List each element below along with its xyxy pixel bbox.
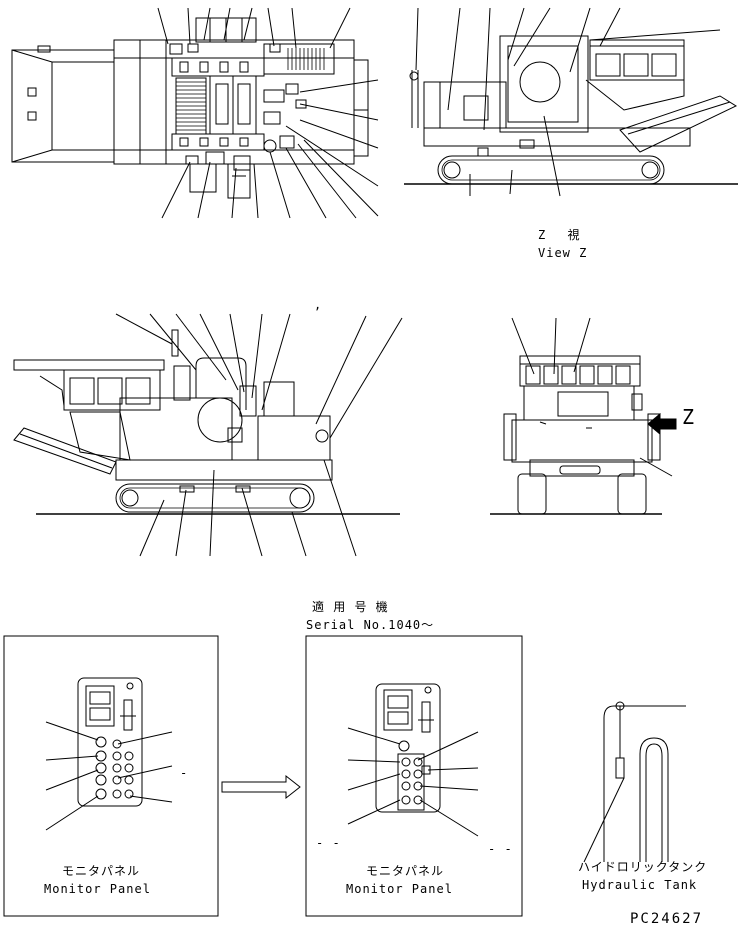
- dash-mark: - -: [316, 836, 341, 850]
- view-z-jp-label: Z 視: [538, 228, 581, 242]
- hydraulic-tank-en-label: Hydraulic Tank: [582, 878, 698, 892]
- tick-mark: ,: [314, 298, 323, 312]
- machine-side-view-left: [13, 313, 403, 557]
- transition-arrow: [221, 774, 301, 800]
- monitor-panel-before: [3, 635, 219, 917]
- drawing-code: PC24627: [630, 911, 704, 927]
- machine-side-view-right: [404, 7, 738, 197]
- machine-rear-view: [490, 317, 677, 515]
- dash-mark: - -: [488, 842, 513, 856]
- machine-top-view: [11, 7, 379, 219]
- panel-before-jp-label: モニタパネル: [62, 864, 141, 878]
- panel-after-jp-label: モニタパネル: [366, 864, 445, 878]
- panel-before-en-label: Monitor Panel: [44, 882, 151, 896]
- serial-en-label: Serial No.1040～: [306, 618, 435, 632]
- view-z-en-label: View Z: [538, 246, 588, 260]
- monitor-panel-after: [305, 635, 523, 917]
- dash-mark: -: [180, 766, 189, 780]
- view-z-arrow-label: Z: [682, 405, 695, 429]
- hydraulic-tank-jp-label: ハイドロリックタンク: [578, 860, 708, 874]
- hydraulic-tank-detail: [583, 701, 686, 863]
- serial-jp-label: 適 用 号 機: [312, 600, 389, 614]
- panel-after-en-label: Monitor Panel: [346, 882, 453, 896]
